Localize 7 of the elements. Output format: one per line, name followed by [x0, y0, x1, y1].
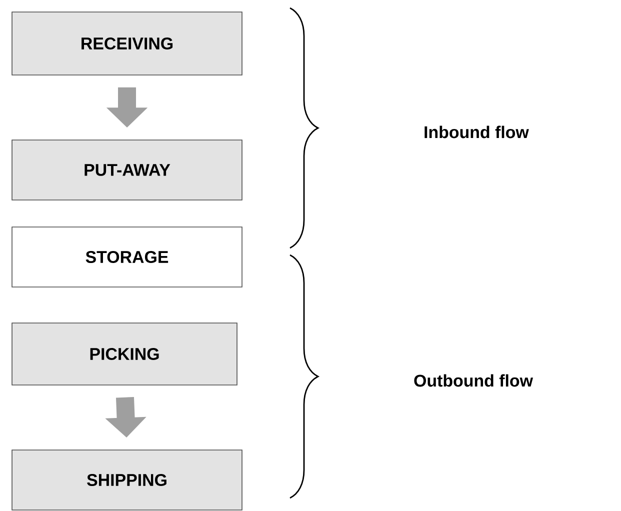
process-box: PICKING — [12, 322, 238, 386]
flow-label: Inbound flow — [424, 126, 529, 138]
process-box: STORAGE — [12, 226, 242, 288]
process-box: PUT-AWAY — [12, 140, 242, 200]
flow-label: Outbound flow — [414, 374, 534, 387]
process-box: RECEIVING — [12, 12, 242, 76]
process-box: SHIPPING — [12, 450, 242, 510]
